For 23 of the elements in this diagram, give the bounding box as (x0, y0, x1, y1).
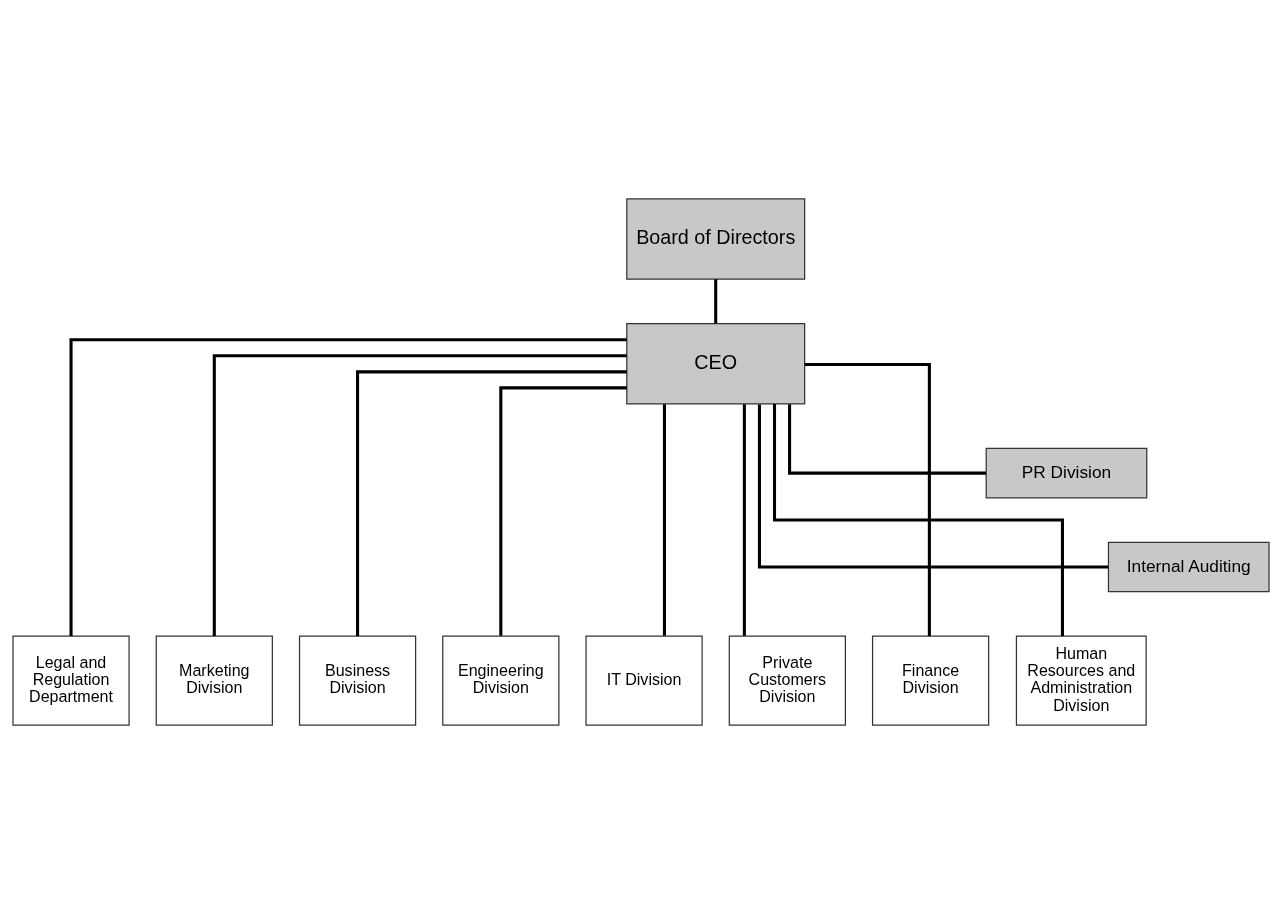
node-box: Marketing Division (155, 635, 273, 726)
connector (742, 403, 746, 636)
node-box: IT Division (585, 635, 703, 726)
node-box: PR Division (985, 447, 1148, 498)
node-box: Human Resources and Administration Division (1015, 635, 1147, 726)
node-box: Finance Division (871, 635, 990, 726)
connector (757, 403, 1108, 569)
node-box: Business Division (298, 635, 417, 726)
node-box: Private Customers Division (728, 635, 846, 726)
connector (788, 403, 986, 475)
node-box: Board of Directors (626, 197, 806, 280)
node-box: Internal Auditing (1107, 541, 1270, 592)
node-box: CEO (626, 322, 806, 405)
connector (772, 403, 1064, 636)
connector (662, 403, 666, 636)
connector (69, 337, 627, 636)
node-box: Legal and Regulation Department (12, 635, 130, 726)
connector (356, 369, 627, 636)
node-box: Engineering Division (442, 635, 560, 726)
connector (212, 353, 627, 636)
connector (804, 362, 931, 636)
connector (499, 385, 627, 636)
connector (714, 278, 718, 323)
